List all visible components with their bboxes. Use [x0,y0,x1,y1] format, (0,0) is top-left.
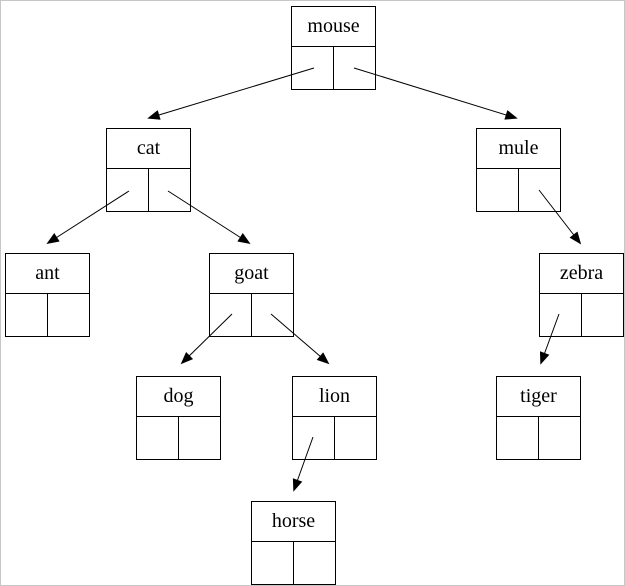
edge-mouse-right-mule [353,67,518,120]
pointer-cells [137,417,220,459]
edge-mouse-left-cat [147,67,315,120]
node-label-dog: dog [137,377,220,417]
left-pointer-cell [137,417,179,459]
node-cat: cat [106,128,191,212]
right-pointer-cell [294,542,335,584]
node-label-goat: goat [210,254,293,294]
node-label-mule: mule [477,129,560,169]
node-label-mouse: mouse [292,7,375,47]
right-pointer-cell [335,417,376,459]
pointer-cells [210,294,293,336]
node-zebra: zebra [539,253,624,337]
pointer-cells [497,417,580,459]
right-pointer-cell [334,47,375,89]
left-pointer-cell [477,169,519,211]
node-label-zebra: zebra [540,254,623,294]
node-mule: mule [476,128,561,212]
node-dog: dog [136,376,221,460]
pointer-cells [293,417,376,459]
right-pointer-cell [252,294,293,336]
pointer-cells [540,294,623,336]
pointer-cells [107,169,190,211]
left-pointer-cell [293,417,335,459]
right-pointer-cell [48,294,89,336]
left-pointer-cell [292,47,334,89]
pointer-cells [252,542,335,584]
left-pointer-cell [252,542,294,584]
node-label-tiger: tiger [497,377,580,417]
node-label-ant: ant [6,254,89,294]
right-pointer-cell [149,169,190,211]
node-tiger: tiger [496,376,581,460]
node-label-lion: lion [293,377,376,417]
node-mouse: mouse [291,6,376,90]
node-horse: horse [251,501,336,585]
left-pointer-cell [6,294,48,336]
left-pointer-cell [210,294,252,336]
right-pointer-cell [519,169,560,211]
left-pointer-cell [540,294,582,336]
node-label-cat: cat [107,129,190,169]
pointer-cells [6,294,89,336]
pointer-cells [477,169,560,211]
right-pointer-cell [179,417,220,459]
pointer-cells [292,47,375,89]
node-ant: ant [5,253,90,337]
left-pointer-cell [497,417,539,459]
right-pointer-cell [582,294,623,336]
node-goat: goat [209,253,294,337]
left-pointer-cell [107,169,149,211]
node-label-horse: horse [252,502,335,542]
node-lion: lion [292,376,377,460]
right-pointer-cell [539,417,580,459]
